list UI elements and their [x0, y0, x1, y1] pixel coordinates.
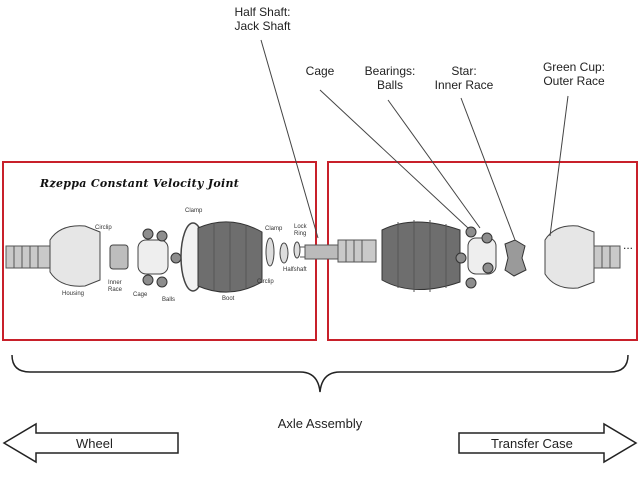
lock-ring-line1: Lock — [294, 224, 307, 230]
star-line1: Star: — [451, 64, 477, 78]
star-label: Star: Inner Race — [428, 64, 500, 92]
part-halfshaft: Halfshaft — [283, 267, 307, 273]
inner-race-line2: Race — [108, 287, 123, 293]
diagram-title: Rzeppa Constant Velocity Joint — [40, 177, 240, 190]
circlip-small — [279, 242, 289, 264]
part-circlip-bottom: Circlip — [257, 279, 274, 285]
half-shaft-line1: Half Shaft: — [234, 5, 291, 19]
half-shaft-label: Half Shaft: Jack Shaft — [215, 5, 310, 33]
balls-left — [142, 228, 182, 288]
part-clamp-left: Clamp — [185, 208, 203, 214]
part-housing: Housing — [62, 291, 85, 297]
ellipsis-label: ... — [622, 238, 633, 252]
bearings-line2: Balls — [376, 78, 403, 92]
lock-ring — [293, 241, 301, 259]
green-cup-line1: Green Cup: — [542, 60, 606, 74]
inner-race-left — [109, 244, 129, 270]
balls-right — [455, 226, 494, 289]
part-clamp-mid: Clamp — [265, 226, 283, 232]
bearings-line1: Bearings: — [364, 64, 416, 78]
boot-right — [381, 221, 461, 290]
clamp-small-left — [265, 237, 275, 267]
right-shaft — [593, 245, 621, 269]
star-inner-race — [504, 239, 527, 277]
wheel-label: Wheel — [76, 436, 113, 451]
axle-brace — [11, 354, 629, 393]
callout-lines — [260, 39, 569, 241]
half-shaft-line2: Jack Shaft — [234, 19, 291, 33]
outer-cup-right — [544, 225, 595, 289]
part-inner-race: Inner Race — [108, 280, 122, 294]
bearings-label: Bearings: Balls — [355, 64, 425, 92]
part-balls: Balls — [162, 297, 176, 303]
green-cup-label: Green Cup: Outer Race — [532, 60, 616, 88]
left-spline-shaft — [5, 245, 51, 269]
right-spline — [337, 239, 377, 263]
part-cage: Cage — [133, 292, 148, 298]
cage-left — [137, 239, 169, 275]
axle-assembly-label: Axle Assembly — [277, 416, 363, 431]
part-lock-ring: Lock Ring — [294, 224, 307, 238]
housing-left — [49, 225, 101, 287]
wheel-arrow — [2, 422, 179, 464]
transfer-case-label: Transfer Case — [491, 436, 573, 451]
inner-race-line1: Inner — [108, 280, 122, 286]
lock-ring-line2: Ring — [294, 231, 307, 237]
transfer-case-arrow — [458, 422, 638, 464]
part-boot: Boot — [222, 296, 235, 302]
part-circlip-top: Circlip — [95, 225, 112, 231]
star-line2: Inner Race — [434, 78, 494, 92]
cage-callout-label: Cage — [305, 64, 335, 78]
green-cup-line2: Outer Race — [543, 74, 605, 88]
